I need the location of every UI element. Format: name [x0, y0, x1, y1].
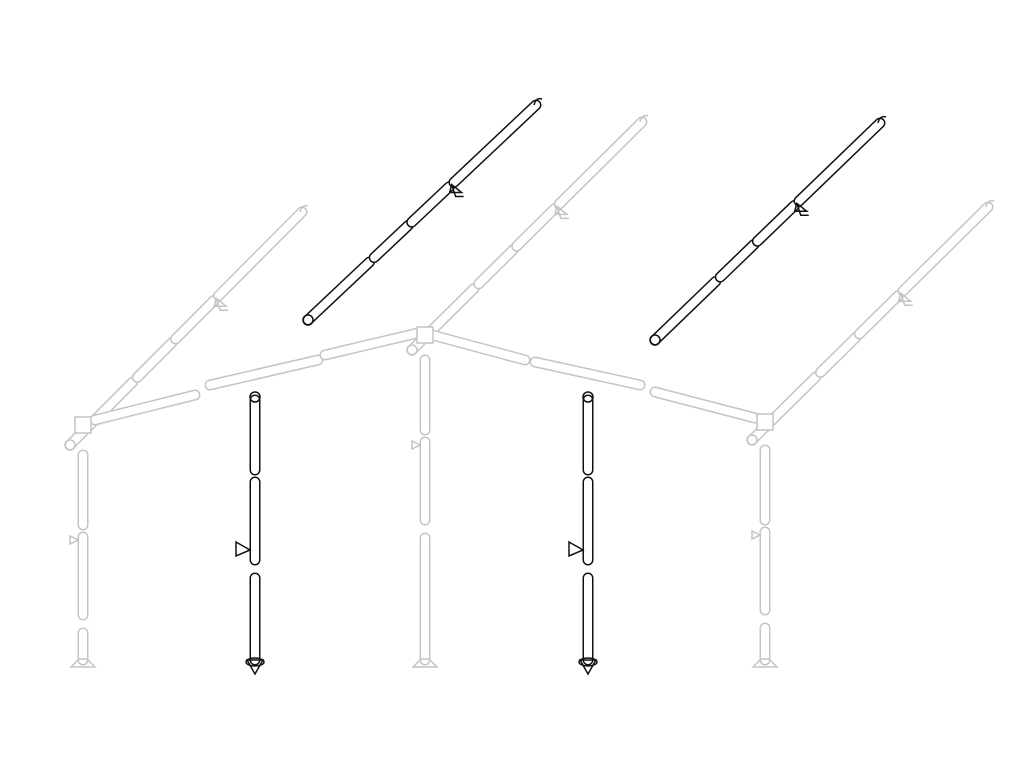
center-rafter-segment [553, 116, 648, 210]
right-rafter-segment [814, 331, 862, 378]
center-leg-clamp-icon [411, 439, 422, 451]
center-rafter-bracket-icon [553, 205, 570, 220]
highlighted-leg-2-foot-disc-icon [578, 657, 598, 667]
right-leg-foot-plate-icon [751, 658, 779, 668]
right-rafter-end-ring-icon [746, 434, 758, 446]
corner-joint-icon [756, 413, 774, 431]
center-rafter-segment [511, 203, 561, 252]
center-rafter-end-ring-icon [406, 344, 418, 356]
right-leg-clamp-icon [751, 529, 762, 541]
eave-beam [204, 354, 324, 391]
left-rafter-bracket-icon [213, 296, 229, 311]
highlighted-leg-2-clamp-icon [568, 540, 585, 558]
left-rafter-segment [170, 295, 220, 345]
highlighted-rafter-1-hook-icon [533, 97, 543, 106]
highlighted-rafter-2-hook-icon [877, 115, 887, 124]
corner-joint-icon [74, 416, 92, 434]
left-leg-clamp-icon [69, 534, 80, 546]
center-rafter-segment [473, 244, 519, 290]
highlighted-rafter-1-end-ring-icon [302, 314, 314, 326]
highlighted-leg-1-clamp-icon [235, 540, 252, 558]
center-leg-foot-plate-icon [411, 658, 439, 668]
left-rafter-hook-icon [299, 204, 309, 213]
highlighted-leg-2-top-ring-icon [582, 391, 594, 403]
highlighted-rafter-1-segment [302, 256, 376, 326]
left-rafter-segment [212, 206, 308, 302]
highlighted-rafter-1-segment [368, 219, 414, 264]
highlighted-rafter-1-segment [448, 99, 542, 188]
left-rafter-end-ring-icon [64, 439, 76, 451]
highlighted-leg-1-foot-spike-icon [245, 659, 265, 676]
highlighted-rafter-2-segment [714, 239, 760, 283]
highlighted-rafter-1-segment [406, 181, 455, 228]
left-rafter-segment [131, 336, 178, 383]
left-leg-foot-plate-icon [69, 658, 97, 668]
highlighted-rafter-2-segment [649, 275, 722, 346]
highlighted-frame-parts [235, 97, 887, 676]
highlighted-rafter-1-bracket-icon [448, 183, 464, 198]
highlighted-rafter-2-end-ring-icon [649, 334, 661, 346]
highlighted-rafter-2-bracket-icon [793, 201, 809, 217]
highlighted-leg-1-top-ring-icon [249, 391, 261, 403]
eave-beam [529, 356, 646, 391]
eave-beam [89, 389, 201, 426]
highlighted-rafter-2-segment [751, 199, 800, 247]
right-rafter-segment [853, 290, 904, 340]
right-rafter-bracket-icon [897, 291, 913, 306]
highlighted-leg-1-foot-disc-icon [245, 657, 265, 667]
highlighted-leg-2-foot-spike-icon [578, 659, 598, 676]
right-rafter-hook-icon [985, 199, 995, 208]
eave-beam [319, 327, 424, 361]
right-rafter-segment [897, 201, 994, 297]
eave-beam [649, 386, 761, 424]
highlighted-rafter-2-segment [793, 117, 886, 207]
corner-joint-icon [416, 326, 434, 344]
faded-frame-parts [64, 114, 995, 668]
eave-beam [426, 329, 531, 366]
center-rafter-hook-icon [639, 114, 649, 123]
